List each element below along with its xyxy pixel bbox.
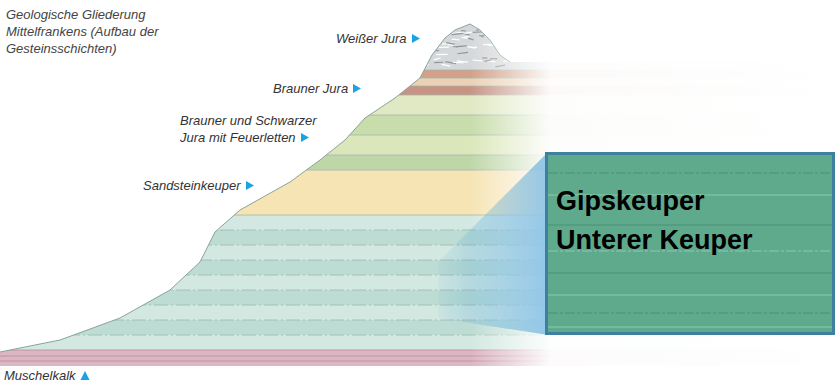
strata-line [548,326,835,327]
rock-stroke [428,50,439,52]
magnified-layer-box: GipskeuperUnterer Keuper [545,152,835,335]
rock-stroke [457,61,468,62]
rock-stroke [441,64,450,66]
strata-line [548,172,835,173]
rock-stroke [436,54,447,55]
layer-label: Brauner und Schwarzer Jura mit Feuerlett… [180,112,340,146]
rock-stroke [434,62,443,64]
pointer-triangle [80,370,90,381]
rock-layers [0,0,835,366]
pointer-triangle [246,181,254,190]
rock-stroke [457,52,467,53]
label-text: Sandsteinkeuper [143,178,241,193]
rock-stroke [452,33,463,34]
label-text: Muschelkalk [4,368,76,383]
pointer-triangle [411,33,421,44]
rock-stroke [453,62,464,63]
pointer-triangle [80,371,89,380]
layer-label: Brauner Jura [273,80,362,97]
rock-stroke [461,30,466,32]
pointer-triangle [300,132,310,143]
rock-stroke [427,49,435,51]
label-text: Brauner und Schwarzer Jura mit Feuerlett… [180,113,317,145]
rock-stroke [434,58,441,60]
rock-stroke [423,38,431,40]
label-text: Weißer Jura [336,31,407,46]
pointer-triangle [412,34,420,43]
rock-stroke [452,39,460,41]
rock-stroke [446,43,455,44]
rock-stroke [439,46,449,48]
pointer-triangle [353,84,361,93]
strata-line [548,294,835,295]
layer-label: Weißer Jura [336,30,421,47]
pointer-triangle [301,133,309,142]
layer-name: Gipskeuper [548,185,832,217]
label-text: Geologische Gliederung Mittelfrankens (A… [6,7,158,56]
rock-stroke [448,44,454,46]
figure-note: Geologische Gliederung Mittelfrankens (A… [6,6,181,57]
pointer-triangle [245,180,255,191]
layer-name: Unterer Keuper [548,224,832,256]
rock-stroke [429,42,437,43]
layer-label: Muschelkalk [4,367,90,384]
layer-label: Sandsteinkeuper [143,177,255,194]
strata-line [548,272,835,273]
pointer-triangle [352,83,362,94]
terrain-outline [0,24,510,352]
rock-stroke [463,36,469,38]
rock-stroke [428,41,436,43]
magnify-wedge [438,152,548,335]
label-text: Brauner Jura [273,81,348,96]
rock-stroke [439,28,445,29]
rock-stroke [456,45,467,47]
rock-stroke [437,26,441,27]
rock-stroke [421,58,429,60]
strata-line [548,312,835,313]
